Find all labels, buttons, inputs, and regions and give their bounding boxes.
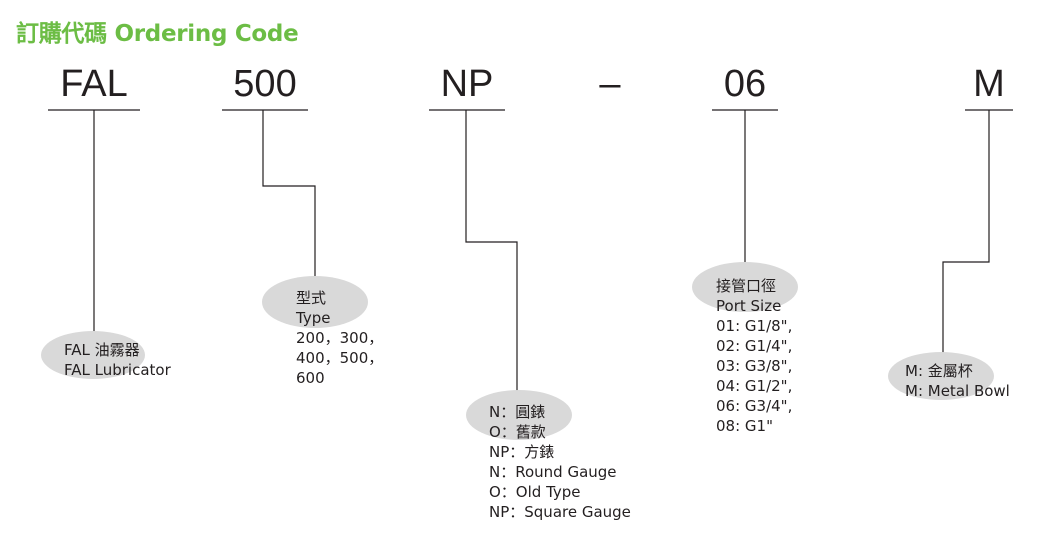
- desc-port-line: 04: G1/2",: [716, 377, 793, 395]
- desc-series-line: FAL 油霧器: [64, 341, 140, 359]
- desc-port: 接管口徑 Port Size 01: G1/8", 02: G1/4", 03:…: [716, 276, 792, 436]
- desc-gauge-line: NP：方錶: [489, 443, 555, 461]
- desc-port-line: 02: G1/4",: [716, 337, 793, 355]
- desc-port-line: Port Size: [716, 297, 782, 315]
- page-title: 訂購代碼 Ordering Code: [16, 21, 299, 47]
- desc-series-line: FAL Lubricator: [64, 361, 171, 379]
- ellipse-type: [262, 276, 368, 328]
- leader-bowl: [942, 110, 990, 358]
- code-type: 500: [233, 63, 297, 105]
- code-gauge: NP: [440, 63, 494, 105]
- code-series: FAL: [60, 63, 128, 105]
- desc-port-line: 接管口徑: [716, 277, 777, 295]
- ellipse-series: [41, 331, 145, 379]
- desc-series: FAL 油霧器 FAL Lubricator: [64, 340, 171, 380]
- desc-gauge-line: O：Old Type: [489, 483, 581, 501]
- desc-port-line: 03: G3/8",: [716, 357, 793, 375]
- code-dash: –: [599, 63, 621, 105]
- desc-gauge-line: N：圓錶: [489, 403, 546, 421]
- desc-gauge-line: O：舊款: [489, 423, 546, 441]
- ellipse-port: [692, 262, 798, 312]
- desc-port-line: 08: G1": [716, 417, 773, 435]
- code-port: 06: [723, 63, 767, 105]
- ellipse-gauge: [466, 390, 572, 440]
- desc-type-line: Type: [296, 309, 331, 327]
- desc-type-line: 600: [296, 369, 325, 387]
- desc-type-line: 200，300，: [296, 329, 384, 347]
- desc-type-line: 400，500，: [296, 349, 384, 367]
- desc-bowl: M: 金屬杯 M: Metal Bowl: [905, 361, 1010, 401]
- ellipse-bowl: [888, 352, 994, 400]
- desc-type-line: 型式: [296, 289, 327, 307]
- desc-bowl-line: M: Metal Bowl: [905, 382, 1010, 400]
- desc-gauge: N：圓錶 O：舊款 NP：方錶 N：Round Gauge O：Old Type…: [489, 402, 631, 522]
- desc-port-line: 06: G3/4",: [716, 397, 793, 415]
- desc-port-line: 01: G1/8",: [716, 317, 793, 335]
- desc-type: 型式 Type 200，300， 400，500， 600: [296, 288, 383, 388]
- desc-bowl-line: M: 金屬杯: [905, 362, 973, 380]
- desc-gauge-line: NP：Square Gauge: [489, 503, 631, 521]
- leader-gauge: [465, 110, 518, 393]
- code-bowl: M: [973, 63, 1005, 105]
- leader-type: [262, 110, 316, 283]
- desc-gauge-line: N：Round Gauge: [489, 463, 617, 481]
